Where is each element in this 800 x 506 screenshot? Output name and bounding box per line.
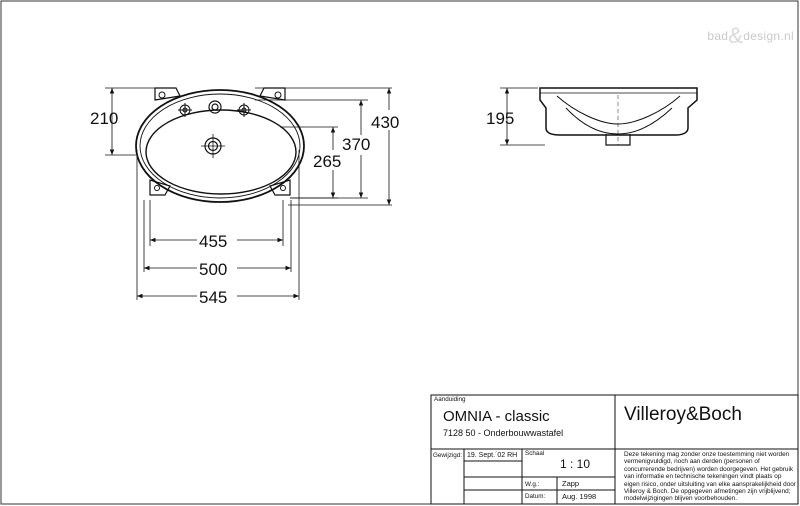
gewijzigd-label: Gewijzigd: bbox=[433, 452, 463, 459]
mounting-lug-bottom-right bbox=[269, 179, 291, 196]
schaal-value: 1 : 10 bbox=[560, 457, 591, 471]
mounting-lug-bottom-left bbox=[149, 179, 171, 196]
dim-text-370: 370 bbox=[342, 135, 370, 154]
watermark-logo: bad&design.nl bbox=[707, 20, 794, 48]
tap-hole-center bbox=[208, 100, 222, 114]
dim-text-545: 545 bbox=[199, 288, 227, 307]
basin-outer-rim bbox=[135, 89, 305, 203]
datum-label: Datum: bbox=[525, 493, 546, 500]
basin-rim-inner-line bbox=[139, 93, 301, 199]
wg-value: Zapp bbox=[562, 479, 580, 488]
basin-bowl bbox=[145, 109, 297, 195]
datum-value: Aug. 1998 bbox=[562, 492, 597, 501]
dim-text-430: 430 bbox=[371, 113, 399, 132]
dimension-lines bbox=[105, 87, 545, 300]
watermark-right-text: design.nl bbox=[743, 29, 794, 43]
gewijzigd-value: 19. Sept.´02 RH bbox=[467, 452, 518, 459]
dim-text-195: 195 bbox=[486, 109, 514, 128]
watermark-left-text: bad bbox=[707, 29, 729, 43]
dim-text-500: 500 bbox=[199, 260, 227, 279]
product-name: OMNIA - classic bbox=[443, 408, 550, 425]
tap-hole-right bbox=[237, 103, 251, 117]
brand-name: Villeroy&Boch bbox=[624, 404, 742, 425]
dim-text-455: 455 bbox=[199, 232, 227, 251]
dim-text-265: 265 bbox=[313, 152, 341, 171]
mounting-lug-top-left bbox=[154, 87, 181, 101]
basin-side-view bbox=[539, 87, 698, 146]
wg-label: W.g.: bbox=[525, 481, 540, 488]
watermark-amp: & bbox=[728, 23, 744, 48]
basin-top-view bbox=[135, 87, 305, 203]
drain bbox=[201, 134, 225, 158]
product-code: 7128 50 - Onderbouwwastafel bbox=[443, 428, 564, 438]
tap-hole-left bbox=[178, 103, 192, 117]
dim-text-210: 210 bbox=[90, 109, 118, 128]
disclaimer-text: Deze tekening mag zonder onze toestemmin… bbox=[624, 451, 796, 503]
aanduiding-label: Aanduiding bbox=[434, 396, 466, 403]
schaal-label: Schaal bbox=[525, 450, 545, 457]
title-block-frame bbox=[430, 394, 799, 505]
